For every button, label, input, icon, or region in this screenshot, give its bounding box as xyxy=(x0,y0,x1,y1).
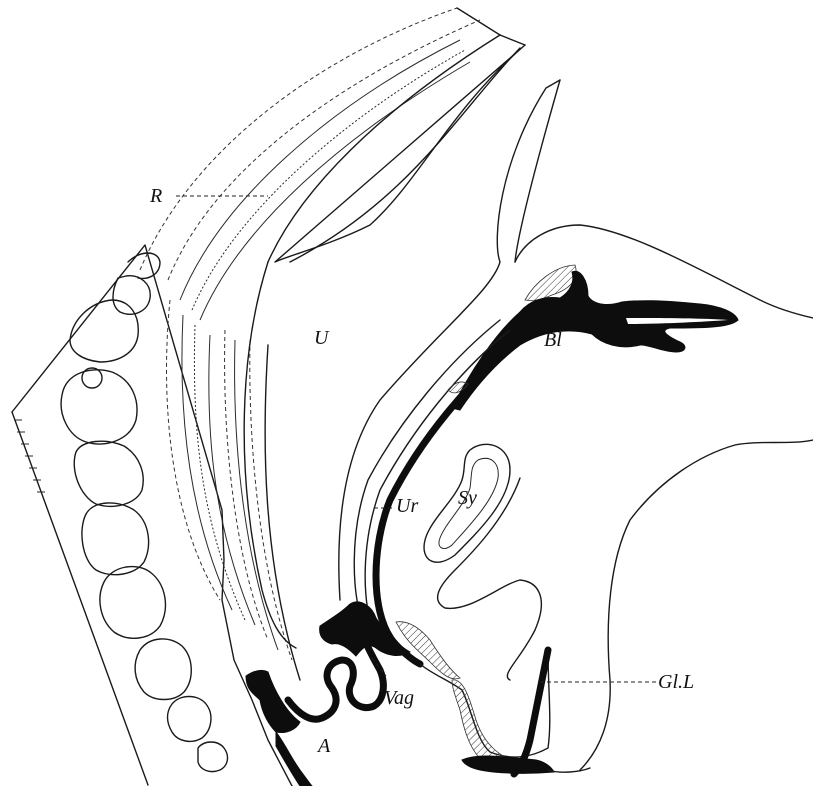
labels: R U Bl Ur Sy Vag A Gl.L xyxy=(149,185,694,757)
label-bladder: Bl xyxy=(544,329,562,351)
label-symphysis: Sy xyxy=(458,487,477,509)
label-rectum: R xyxy=(149,185,162,207)
vertebrae xyxy=(61,253,227,772)
label-urethra: Ur xyxy=(396,495,418,517)
urethra xyxy=(354,320,520,664)
sacrum xyxy=(12,245,292,786)
label-vagina: Vag xyxy=(384,687,414,709)
label-gl-l: Gl.L xyxy=(658,671,694,693)
label-uterus: U xyxy=(314,327,330,349)
label-anus: A xyxy=(316,735,331,757)
bladder xyxy=(452,225,813,770)
symphysis xyxy=(424,444,541,680)
leader-lines xyxy=(176,196,656,682)
